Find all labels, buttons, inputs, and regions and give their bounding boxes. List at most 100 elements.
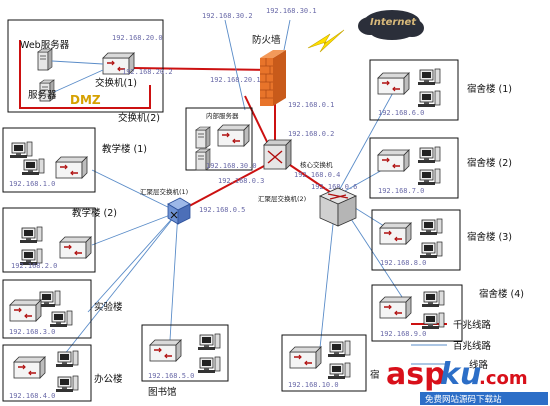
watermark-com: .com bbox=[479, 368, 528, 389]
legend-fast-label: 百兆线路 bbox=[453, 340, 492, 352]
building-office: 192.168.4.0 办公楼 bbox=[2, 344, 123, 402]
legend-third-label: 线路 bbox=[469, 359, 489, 371]
legend: 千兆线路 百兆线路 线路 bbox=[453, 319, 492, 371]
switch-icon bbox=[9, 299, 42, 322]
ip-0-6: 192.168.0.6 bbox=[311, 183, 357, 191]
agg2-label: 汇聚层交换机(2) bbox=[258, 194, 306, 203]
agg1-label: 汇聚层交换机(1) bbox=[140, 187, 188, 196]
building-label: 办公楼 bbox=[94, 373, 123, 385]
building-dorm3: 192.168.8.0 宿舍楼 (3) bbox=[371, 209, 512, 271]
building-ip: 192.168.8.0 bbox=[380, 259, 426, 267]
web-server-icon bbox=[37, 48, 53, 71]
building-dorm2: 192.168.7.0 宿舍楼 (2) bbox=[369, 137, 512, 199]
building-label: 教学楼 (1) bbox=[102, 143, 147, 155]
pc-icon bbox=[327, 340, 351, 358]
cloud-icon: Internet bbox=[358, 10, 424, 40]
pc-icon bbox=[19, 226, 43, 244]
building-ip: 192.168.2.0 bbox=[11, 262, 57, 270]
link-dmz-firewall bbox=[132, 67, 276, 71]
switch-icon bbox=[377, 149, 410, 172]
building-ip: 192.168.6.0 bbox=[378, 109, 424, 117]
building-library: 192.168.5.0 图书馆 bbox=[141, 324, 229, 398]
lightning-icon bbox=[307, 29, 345, 53]
building-dorm5: 192.168.10.0 宿 bbox=[281, 334, 380, 392]
watermark-asp: asp bbox=[386, 357, 446, 392]
switch-icon bbox=[377, 72, 410, 95]
link-agg1-office bbox=[59, 211, 179, 361]
link-core-agg2 bbox=[289, 164, 337, 197]
ip-0-1: 192.168.0.1 bbox=[288, 101, 334, 109]
firewall-label: 防火墙 bbox=[252, 34, 281, 46]
pc-icon bbox=[419, 241, 443, 259]
building-label: 宿 bbox=[370, 369, 380, 381]
link-dmz-loop bbox=[19, 40, 151, 109]
building-dorm4: 192.168.9.0 宿舍楼 (4) bbox=[371, 284, 524, 342]
ip-20-1: 192.168.20.1 bbox=[210, 76, 261, 84]
pc-icon bbox=[9, 141, 33, 159]
switch-icon bbox=[55, 156, 88, 179]
building-ip: 192.168.10.0 bbox=[288, 381, 339, 389]
building-label: 宿舍楼 (1) bbox=[467, 83, 512, 95]
internet-label: Internet bbox=[370, 17, 417, 28]
ip-20-2: 192.168.20.2 bbox=[122, 68, 173, 76]
ip-30-0: 192.168.30.0 bbox=[206, 162, 257, 170]
building-ip: 192.168.1.0 bbox=[9, 180, 55, 188]
pc-icon bbox=[419, 218, 443, 236]
pc-icon bbox=[21, 158, 45, 176]
internal-server-icon bbox=[195, 126, 211, 149]
legend-gigabit-label: 千兆线路 bbox=[453, 319, 492, 331]
building-label: 实验楼 bbox=[94, 301, 123, 313]
web-server-label: Web服务器 bbox=[20, 39, 70, 51]
pc-icon bbox=[55, 375, 79, 393]
building-teach1: 192.168.1.0 教学楼 (1) bbox=[2, 127, 147, 193]
agg2-switch-icon bbox=[319, 187, 357, 227]
core-switch-icon bbox=[263, 139, 292, 170]
building-label: 图书馆 bbox=[148, 386, 177, 398]
switch-icon bbox=[379, 222, 412, 245]
link-core-internal bbox=[244, 95, 271, 149]
internal-servers-zone: 内部服务器 192.168.30.0 bbox=[185, 107, 257, 171]
pc-icon bbox=[49, 310, 73, 328]
switch2-label: 交换机(2) bbox=[118, 112, 160, 124]
ip-30-1: 192.168.30.1 bbox=[266, 7, 317, 15]
pc-icon bbox=[327, 362, 351, 380]
link-agg1-library bbox=[169, 211, 179, 341]
building-label: 宿舍楼 (4) bbox=[479, 288, 524, 300]
link-ip302-internal bbox=[224, 19, 246, 111]
building-ip: 192.168.5.0 bbox=[148, 372, 194, 380]
ip-0-4: 192.168.0.4 bbox=[294, 171, 340, 179]
ip-0-2: 192.168.0.2 bbox=[288, 130, 334, 138]
pc-icon bbox=[421, 290, 445, 308]
pc-icon bbox=[197, 356, 221, 374]
building-teach2: 192.168.2.0 教学楼 (2) bbox=[2, 207, 117, 273]
dmz-zone: Web服务器 服务器 交换机(1) 192.168.20.0 192.168.2… bbox=[7, 19, 173, 113]
switch-icon bbox=[289, 346, 322, 369]
pc-icon bbox=[197, 333, 221, 351]
dmz-label: DMZ bbox=[70, 93, 101, 107]
switch-icon bbox=[59, 236, 92, 259]
link-agg1-lab bbox=[87, 211, 179, 313]
switch-icon bbox=[379, 296, 412, 319]
building-ip: 192.168.7.0 bbox=[378, 187, 424, 195]
server-label: 服务器 bbox=[28, 89, 57, 101]
pc-icon bbox=[417, 90, 441, 108]
dmz-switch-label: 交换机(1) bbox=[95, 77, 137, 89]
building-dorm1: 192.168.6.0 宿舍楼 (1) bbox=[369, 59, 512, 121]
ip-0-5: 192.168.0.5 bbox=[199, 206, 245, 214]
watermark-sub: 免费网站源码下载站 bbox=[425, 394, 502, 405]
ip-0-3: 192.168.0.3 bbox=[218, 177, 264, 185]
ip-20-0: 192.168.20.0 bbox=[112, 34, 163, 42]
pc-icon bbox=[421, 312, 445, 330]
internal-label: 内部服务器 bbox=[206, 111, 239, 120]
switch-icon bbox=[149, 339, 182, 362]
watermark-ku: ku bbox=[440, 357, 481, 392]
building-ip: 192.168.9.0 bbox=[380, 330, 426, 338]
link-agg2-dorm1 bbox=[335, 79, 401, 197]
brick-firewall-icon bbox=[260, 50, 286, 106]
link-agg1-teach1 bbox=[91, 169, 179, 213]
link-core-agg1 bbox=[177, 164, 267, 213]
building-label: 宿舍楼 (2) bbox=[467, 157, 512, 169]
building-ip: 192.168.4.0 bbox=[9, 392, 55, 400]
